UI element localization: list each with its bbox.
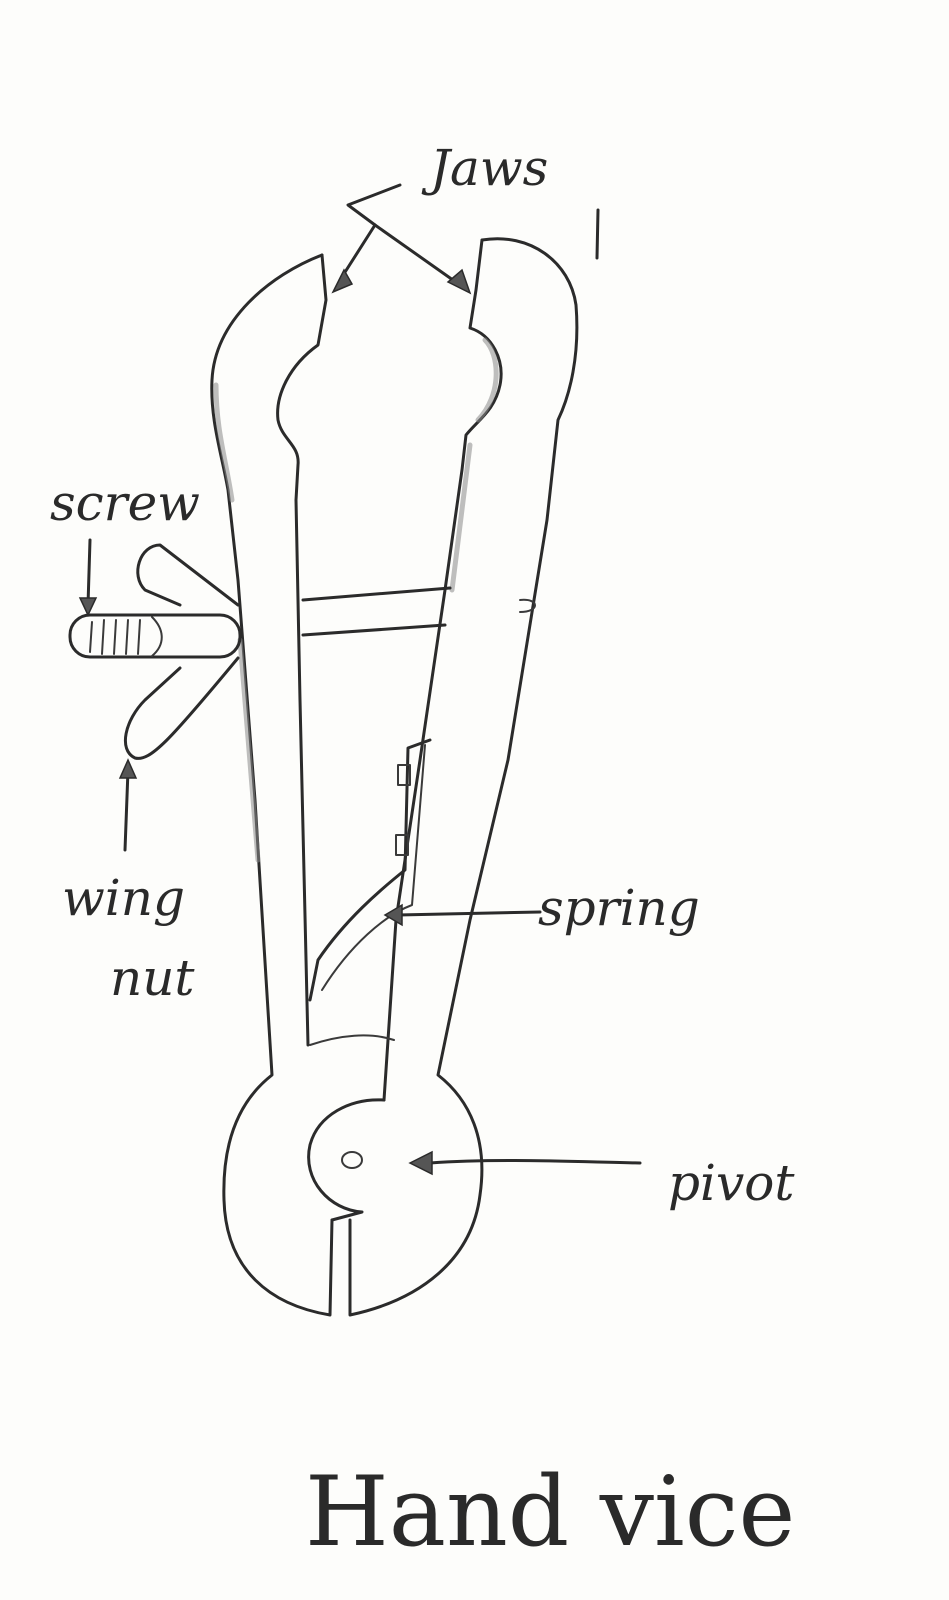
label-pivot: pivot	[668, 1154, 795, 1212]
right-arm	[348, 237, 579, 1317]
wing-nut-leader	[118, 758, 138, 852]
screw-assembly	[68, 543, 536, 760]
left-arm	[210, 253, 334, 1317]
jaws-leader	[331, 183, 472, 295]
label-wing: wing	[62, 869, 185, 927]
spring	[308, 738, 432, 1002]
stray-mark	[595, 208, 600, 260]
pivot-pin-icon	[341, 1151, 363, 1169]
arrow-icon	[408, 1150, 433, 1176]
arrow-icon	[78, 597, 98, 617]
arrow-icon	[331, 268, 354, 294]
arrow-icon	[446, 268, 472, 295]
label-screw: screw	[50, 474, 200, 532]
label-spring: spring	[538, 879, 700, 937]
pivot-leader	[408, 1150, 642, 1176]
spring-leader	[383, 903, 542, 927]
diagram-title: Hand vice	[305, 1456, 795, 1568]
pivot-boss	[307, 1034, 395, 1222]
arrow-icon	[118, 758, 138, 779]
screw-leader	[78, 538, 98, 617]
label-jaws: Jaws	[421, 139, 548, 197]
arrow-icon	[383, 903, 403, 927]
label-nut: nut	[110, 949, 195, 1007]
